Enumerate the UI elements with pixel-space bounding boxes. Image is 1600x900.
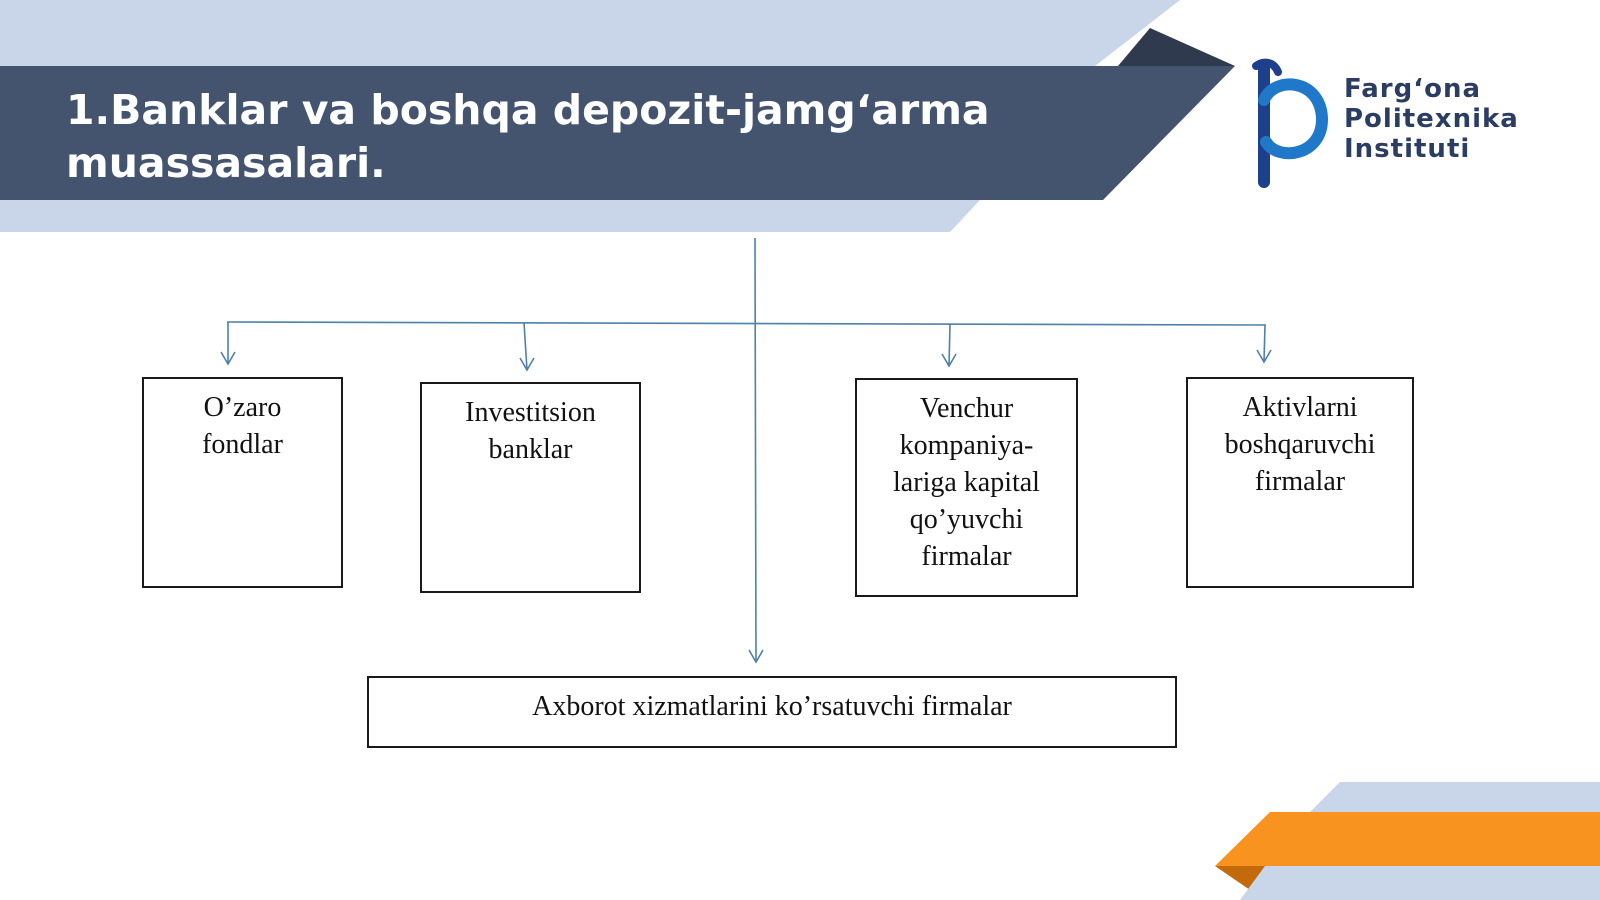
footer-light-band-bottom xyxy=(1240,866,1600,900)
fp-monogram-icon xyxy=(1252,58,1329,188)
diagram-box-asset-management: Aktivlarni boshqaruvchi firmalar xyxy=(1186,377,1414,588)
connector-drop-2 xyxy=(523,322,528,371)
box-2-line-2: banklar xyxy=(488,434,573,465)
arrowhead-3 xyxy=(941,353,957,368)
box-3-line-2: kompaniya- xyxy=(899,430,1034,461)
box-2-line-1: Investitsion xyxy=(465,397,596,428)
box-3-line-5: firmalar xyxy=(921,541,1012,572)
connector-drop-3 xyxy=(948,323,951,367)
connector-bus xyxy=(226,321,1267,326)
logo-wordmark: Farg‘ona Politexnika Instituti xyxy=(1344,74,1519,164)
box-4-line-2: boshqaruvchi xyxy=(1224,429,1376,460)
diagram-box-investment-banks: Investitsion banklar xyxy=(420,382,641,593)
header-dark-fold xyxy=(1118,28,1235,66)
box-4-line-3: firmalar xyxy=(1254,466,1346,497)
logo-line-1: Farg‘ona xyxy=(1344,74,1482,104)
diagram-box-venture-firms: Venchur kompaniya- lariga kapital qo’yuv… xyxy=(855,378,1078,597)
bottom-box-label: Axborot xizmatlarini ko’rsatuvchi firmal… xyxy=(532,691,1012,722)
box-1-line-1: O’zaro xyxy=(203,392,282,423)
logo-line-2: Politexnika xyxy=(1344,104,1519,134)
header-light-band-top xyxy=(0,0,1180,66)
arrowhead-1 xyxy=(220,351,236,366)
slide-title-line-1: 1.Banklar va boshqa depozit-jamg‘arma xyxy=(66,86,990,134)
footer-orange-band xyxy=(1215,812,1600,866)
diagram-box-information-services: Axborot xizmatlarini ko’rsatuvchi firmal… xyxy=(367,676,1177,748)
arrowhead-trunk xyxy=(748,649,764,664)
logo-line-3: Instituti xyxy=(1344,134,1471,164)
header-dark-band xyxy=(0,66,1235,200)
box-3-line-1: Venchur xyxy=(919,393,1014,424)
slide-title: 1.Banklar va boshqa depozit-jamg‘arma mu… xyxy=(66,84,1066,190)
box-4-line-1: Aktivlarni xyxy=(1242,392,1358,423)
box-3-line-3: lariga kapital xyxy=(893,467,1040,498)
arrowhead-4 xyxy=(1256,349,1272,364)
box-1-line-2: fondlar xyxy=(202,429,283,460)
header-light-band-bottom xyxy=(0,200,980,232)
box-3-line-4: qo’yuvchi xyxy=(909,504,1024,535)
arrowhead-2 xyxy=(519,357,535,372)
connector-trunk xyxy=(754,237,757,663)
footer-light-band-top xyxy=(1310,782,1600,812)
diagram-box-mutual-funds: O’zaro fondlar xyxy=(142,377,343,588)
connector-drop-4 xyxy=(1263,324,1266,363)
slide-title-line-2: muassasalari. xyxy=(66,139,386,187)
